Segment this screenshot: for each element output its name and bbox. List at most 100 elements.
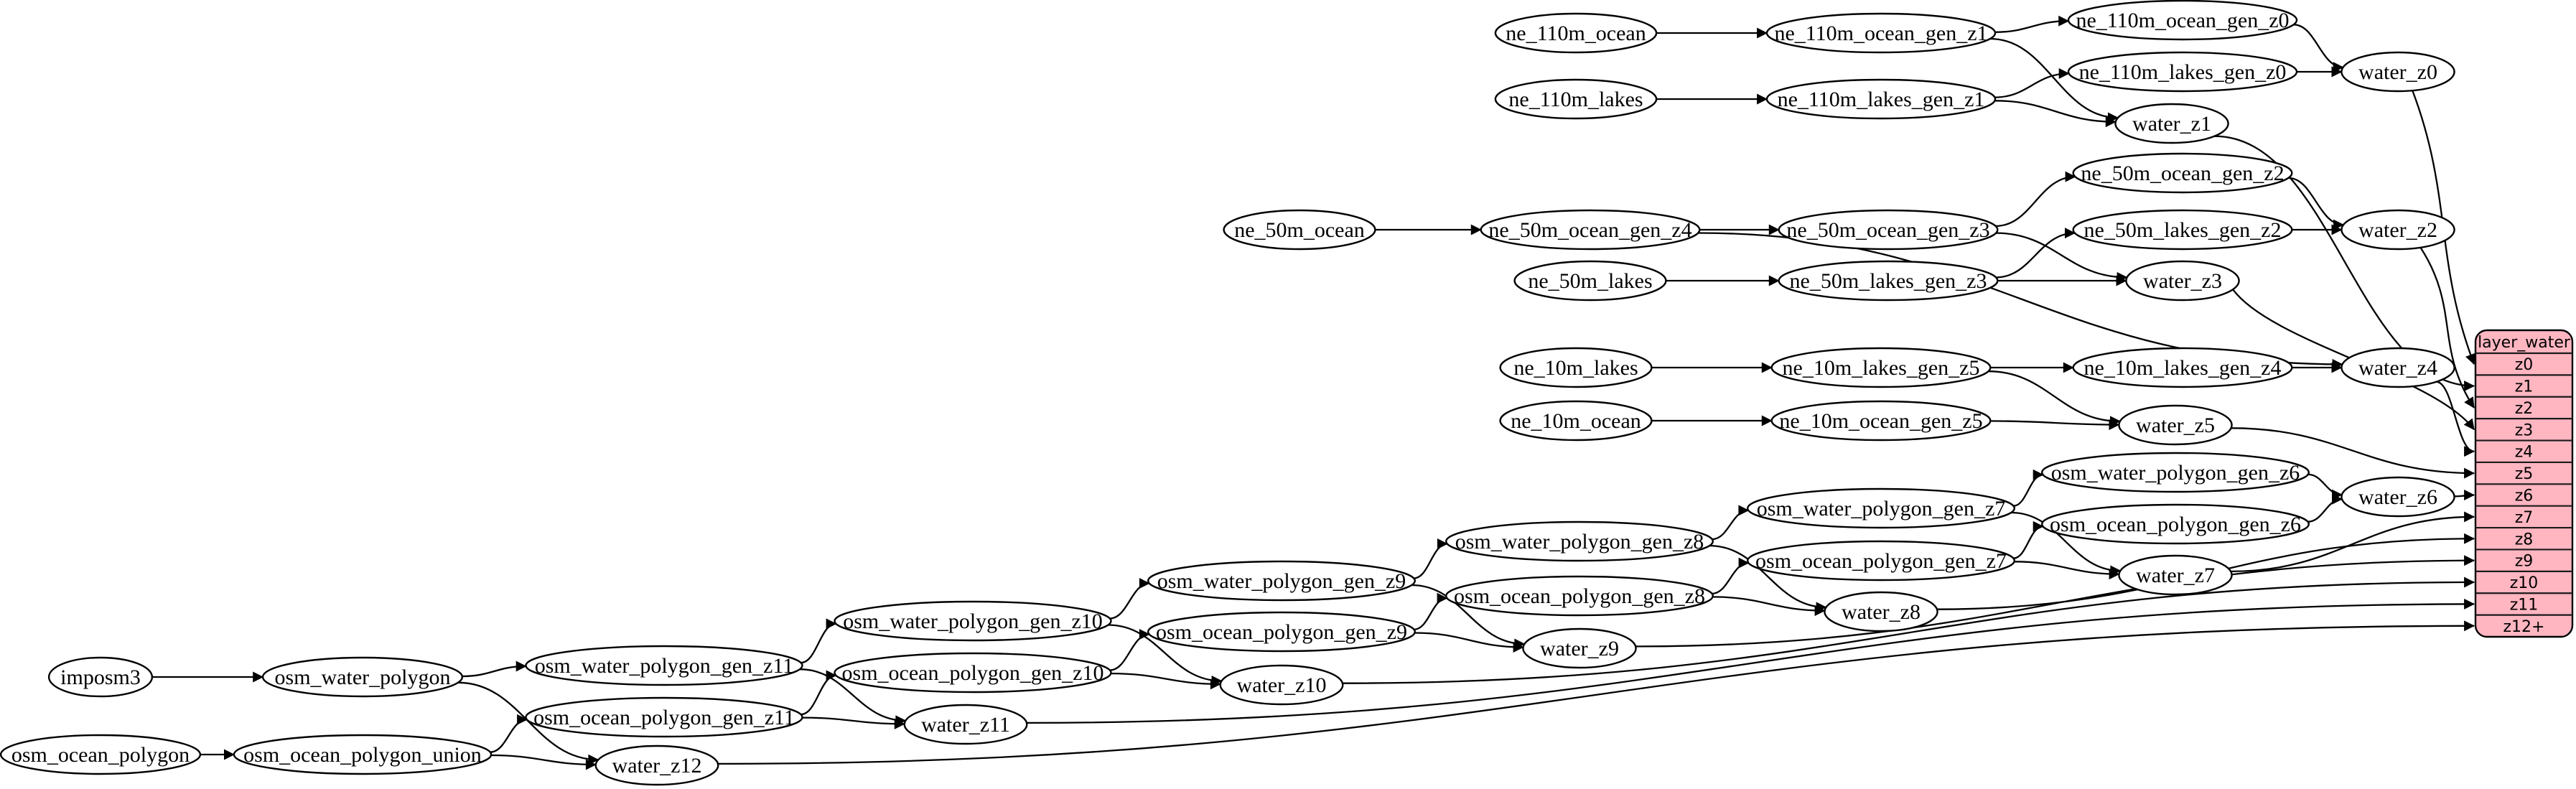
table-row-z5: z5 xyxy=(2515,465,2534,483)
node-osm-ocean-polygon-gen-z7: osm_ocean_polygon_gen_z7 xyxy=(1746,540,2015,582)
node-osm-ocean-polygon-gen-z6: osm_ocean_polygon_gen_z6 xyxy=(2040,503,2310,545)
node-ne-10m-lakes-gen-z4: ne_10m_lakes_gen_z4 xyxy=(2072,347,2293,388)
node-shape-water-z4 xyxy=(2341,347,2455,388)
edge-osm-ocean-polygon-union-to-water-z12 xyxy=(490,754,597,770)
edge-ne-50m-ocean-gen-z3-to-ne-50m-ocean-gen-z2 xyxy=(1995,171,2076,228)
table-row-z4: z4 xyxy=(2515,444,2534,462)
node-ne-50m-ocean-gen-z4: ne_50m_ocean_gen_z4 xyxy=(1480,209,1701,251)
node-label-ne-50m-lakes-gen-z3: ne_50m_lakes_gen_z3 xyxy=(1790,269,1987,293)
node-water-z6: water_z6 xyxy=(2341,476,2455,518)
edge-ne-50m-ocean-gen-z2-to-water-z2 xyxy=(2288,177,2345,230)
node-water-z7: water_z7 xyxy=(2118,554,2233,596)
node-shape-water-z5 xyxy=(2118,404,2233,446)
edge-osm-water-polygon-gen-z9-to-osm-water-polygon-gen-z8 xyxy=(1414,538,1448,579)
node-shape-ne-10m-lakes-gen-z5 xyxy=(1770,347,1992,388)
node-shape-ne-110m-lakes-gen-z1 xyxy=(1765,78,1997,120)
node-shape-water-z8 xyxy=(1824,591,1938,632)
node-osm-water-polygon-gen-z9: osm_water_polygon_gen_z9 xyxy=(1147,560,1416,602)
node-shape-osm-ocean-polygon-gen-z11 xyxy=(525,696,803,738)
node-ne-50m-ocean-gen-z3: ne_50m_ocean_gen_z3 xyxy=(1778,209,1999,251)
edge-ne-110m-ocean-gen-z0-to-water-z0 xyxy=(2293,24,2344,73)
node-osm-water-polygon-gen-z10: osm_water_polygon_gen_z10 xyxy=(834,600,1112,642)
node-label-ne-110m-ocean-gen-z0: ne_110m_ocean_gen_z0 xyxy=(2076,9,2289,32)
edge-osm-ocean-polygon-gen-z11-to-osm-ocean-polygon-gen-z10 xyxy=(801,670,837,716)
node-label-ne-10m-ocean-gen-z5: ne_10m_ocean_gen_z5 xyxy=(1779,409,1982,433)
node-label-water-z1: water_z1 xyxy=(2132,112,2211,136)
node-shape-water-z3 xyxy=(2125,260,2240,302)
node-label-water-z12: water_z12 xyxy=(612,754,702,778)
table-layer-water: layer_waterz0z1z2z3z4z5z6z7z8z9z10z11z12… xyxy=(2474,329,2574,638)
node-osm-ocean-polygon-gen-z9: osm_ocean_polygon_gen_z9 xyxy=(1147,611,1416,653)
table-row-z2: z2 xyxy=(2515,400,2534,418)
node-label-osm-water-polygon-gen-z6: osm_water_polygon_gen_z6 xyxy=(2051,461,2300,485)
node-shape-ne-10m-lakes-gen-z4 xyxy=(2072,347,2293,388)
node-shape-osm-ocean-polygon-union xyxy=(233,734,493,775)
node-water-z4: water_z4 xyxy=(2341,347,2455,388)
node-shape-osm-water-polygon-gen-z11 xyxy=(525,645,803,686)
node-shape-water-z11 xyxy=(903,704,1028,745)
edge-osm-water-polygon-gen-z7-to-water-z7 xyxy=(2011,511,2122,576)
table-row-z12-: z12+ xyxy=(2503,618,2545,636)
node-shape-ne-50m-ocean-gen-z4 xyxy=(1480,209,1701,251)
node-label-osm-ocean-polygon-gen-z9: osm_ocean_polygon_gen_z9 xyxy=(1156,620,1407,644)
edge-osm-ocean-polygon-gen-z11-to-water-z11 xyxy=(802,716,905,729)
node-label-osm-ocean-polygon-gen-z6: osm_ocean_polygon_gen_z6 xyxy=(2050,513,2301,536)
node-shape-osm-ocean-polygon xyxy=(0,734,202,775)
node-ne-110m-ocean-gen-z1: ne_110m_ocean_gen_z1 xyxy=(1765,12,1997,54)
node-shape-ne-50m-lakes xyxy=(1513,260,1667,302)
table-row-z3: z3 xyxy=(2515,421,2534,439)
node-shape-water-z6 xyxy=(2341,476,2455,518)
edge-osm-ocean-polygon-gen-z8-to-water-z8 xyxy=(1712,596,1826,617)
node-shape-osm-ocean-polygon-gen-z9 xyxy=(1147,611,1416,653)
node-label-water-z2: water_z2 xyxy=(2358,218,2437,242)
node-shape-osm-water-polygon-gen-z9 xyxy=(1147,560,1416,602)
edge-osm-water-polygon-gen-z9-to-water-z9 xyxy=(1411,584,1526,650)
node-label-osm-ocean-polygon-gen-z10: osm_ocean_polygon_gen_z10 xyxy=(842,661,1104,685)
node-label-osm-water-polygon-gen-z8: osm_water_polygon_gen_z8 xyxy=(1455,530,1704,554)
edge-water-z6-to-layer-water-z6 xyxy=(2454,490,2475,500)
node-water-z12: water_z12 xyxy=(594,744,719,786)
node-ne-50m-ocean: ne_50m_ocean xyxy=(1223,209,1376,251)
edge-osm-water-polygon-gen-z11-to-osm-water-polygon-gen-z10 xyxy=(801,618,837,664)
node-osm-water-polygon-gen-z11: osm_water_polygon_gen_z11 xyxy=(525,645,803,686)
table-row-z11: z11 xyxy=(2510,596,2539,614)
node-ne-10m-lakes-gen-z5: ne_10m_lakes_gen_z5 xyxy=(1770,347,1992,388)
node-water-z5: water_z5 xyxy=(2118,404,2233,446)
node-label-water-z11: water_z11 xyxy=(921,713,1010,737)
edge-osm-ocean-polygon-gen-z6-to-water-z6 xyxy=(2307,493,2343,523)
node-shape-ne-50m-ocean xyxy=(1223,209,1376,251)
edge-ne-110m-ocean-gen-z1-to-ne-110m-ocean-gen-z0 xyxy=(1994,15,2070,33)
node-shape-ne-110m-lakes xyxy=(1494,78,1658,120)
table-title: layer_water xyxy=(2478,334,2571,352)
node-label-osm-ocean-polygon-gen-z11: osm_ocean_polygon_gen_z11 xyxy=(533,706,795,729)
edge-ne-50m-ocean-gen-z4-to-water-z4 xyxy=(1698,232,2343,370)
table-row-z1: z1 xyxy=(2515,378,2534,396)
table-row-z9: z9 xyxy=(2515,553,2534,571)
node-ne-110m-ocean-gen-z0: ne_110m_ocean_gen_z0 xyxy=(2067,0,2298,41)
node-shape-osm-water-polygon-gen-z8 xyxy=(1445,520,1714,562)
node-ne-10m-ocean: ne_10m_ocean xyxy=(1499,400,1653,442)
node-ne-50m-ocean-gen-z2: ne_50m_ocean_gen_z2 xyxy=(2072,152,2293,194)
node-label-ne-50m-lakes-gen-z2: ne_50m_lakes_gen_z2 xyxy=(2084,218,2282,242)
table-row-z8: z8 xyxy=(2515,531,2534,548)
edge-osm-ocean-polygon-union-to-osm-ocean-polygon-gen-z11 xyxy=(490,714,528,753)
edge-ne-10m-lakes-gen-z5-to-water-z5 xyxy=(1988,370,2121,427)
edge-ne-10m-ocean-gen-z5-to-water-z5 xyxy=(1990,419,2120,431)
edge-ne-50m-lakes-gen-z3-to-ne-50m-lakes-gen-z2 xyxy=(1996,228,2076,279)
edge-water-z7-to-layer-water-z7 xyxy=(2231,511,2475,573)
edge-osm-water-polygon-gen-z6-to-water-z6 xyxy=(2307,473,2343,500)
node-label-ne-50m-ocean: ne_50m_ocean xyxy=(1234,218,1365,242)
edge-osm-water-polygon-gen-z11-to-water-z11 xyxy=(799,668,907,727)
node-label-osm-water-polygon-gen-z11: osm_water_polygon_gen_z11 xyxy=(535,654,793,678)
node-label-water-z9: water_z9 xyxy=(1540,637,1619,660)
node-label-ne-110m-lakes-gen-z0: ne_110m_lakes_gen_z0 xyxy=(2079,60,2287,84)
node-osm-ocean-polygon-gen-z11: osm_ocean_polygon_gen_z11 xyxy=(525,696,803,738)
edge-ne-110m-lakes-gen-z1-to-ne-110m-lakes-gen-z0 xyxy=(1994,67,2070,98)
node-label-water-z4: water_z4 xyxy=(2358,356,2437,380)
edge-ne-50m-ocean-gen-z3-to-water-z3 xyxy=(1996,232,2128,283)
node-shape-ne-110m-ocean-gen-z0 xyxy=(2067,0,2298,41)
edge-osm-ocean-polygon-gen-z9-to-water-z9 xyxy=(1414,632,1524,653)
table-row-z6: z6 xyxy=(2515,487,2534,505)
node-osm-water-polygon-gen-z7: osm_water_polygon_gen_z7 xyxy=(1746,487,2015,529)
